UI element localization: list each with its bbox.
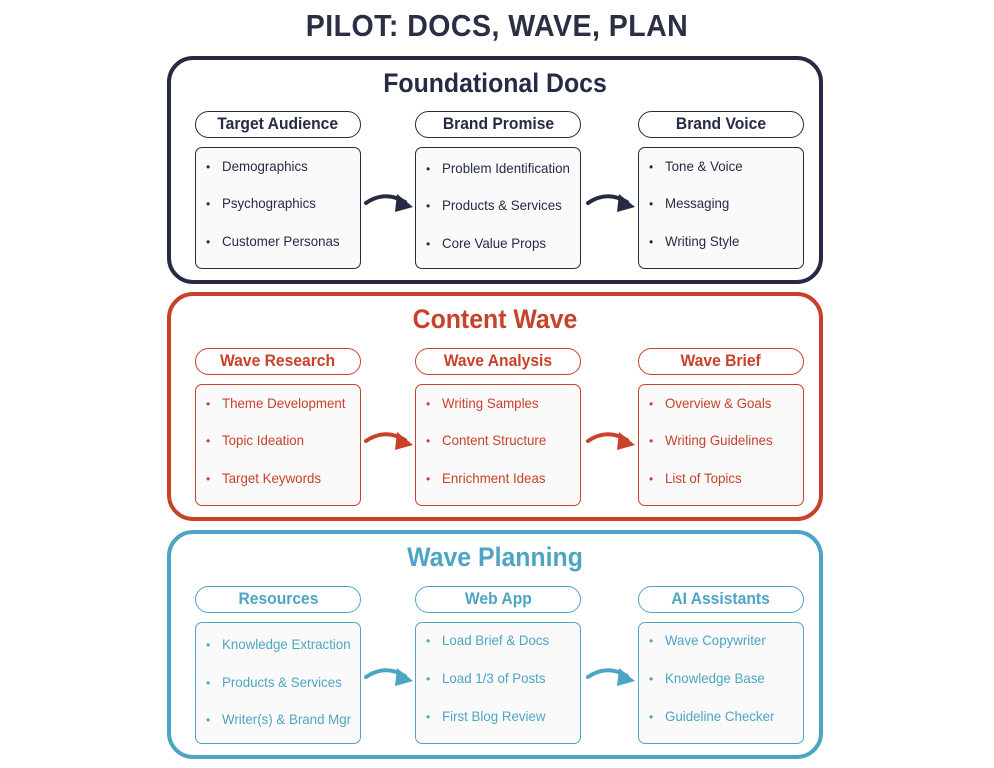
list-item: •Writing Samples: [426, 395, 539, 411]
list-item: •Overview & Goals: [649, 395, 772, 411]
arrow-right-icon: [364, 668, 413, 686]
list-item: •Knowledge Extraction: [206, 636, 351, 652]
list-item: •Writing Guidelines: [649, 432, 773, 448]
arrow-right-icon: [586, 432, 635, 450]
list-item: •Theme Development: [206, 395, 346, 411]
section-content-wave: Content Wave Wave Research Wave Analysis…: [167, 292, 823, 521]
list-item: •Target Keywords: [206, 470, 322, 486]
column-header-resources: Resources: [195, 586, 361, 613]
list-item: •Guideline Checker: [649, 708, 775, 724]
card-brand-promise: •Problem Identification •Products & Serv…: [415, 147, 581, 269]
arrow-right-icon: [364, 432, 413, 450]
list-item: •Wave Copywriter: [649, 632, 766, 648]
page-title: PILOT: DOCS, WAVE, PLAN: [305, 8, 689, 43]
list-item: •Knowledge Base: [649, 670, 765, 686]
card-web-app: •Load Brief & Docs •Load 1/3 of Posts •F…: [415, 622, 581, 744]
card-brand-voice: •Tone & Voice •Messaging •Writing Style: [638, 147, 804, 269]
arrow-right-icon: [586, 668, 635, 686]
list-item: •Load Brief & Docs: [426, 632, 550, 648]
column-header-wave-analysis: Wave Analysis: [415, 348, 581, 375]
list-item: •Psychographics: [206, 195, 316, 211]
section-wave-planning: Wave Planning Resources Web App AI Assis…: [167, 530, 823, 759]
list-item: •Writer(s) & Brand Mgr: [206, 711, 352, 727]
list-item: •Products & Services: [206, 674, 342, 690]
section-foundational-docs: Foundational Docs Target Audience Brand …: [167, 56, 823, 284]
card-target-audience: •Demographics •Psychographics •Customer …: [195, 147, 361, 269]
section-title: Content Wave: [412, 304, 578, 334]
column-header-brand-voice: Brand Voice: [638, 111, 804, 138]
column-header-target-audience: Target Audience: [195, 111, 361, 138]
card-wave-research: •Theme Development •Topic Ideation •Targ…: [195, 384, 361, 506]
card-ai-assistants: •Wave Copywriter •Knowledge Base •Guidel…: [638, 622, 804, 744]
column-header-web-app: Web App: [415, 586, 581, 613]
list-item: •Enrichment Ideas: [426, 470, 546, 486]
list-item: •Tone & Voice: [649, 158, 743, 174]
column-header-ai-assistants: AI Assistants: [638, 586, 804, 613]
section-title: Foundational Docs: [383, 68, 607, 98]
list-item: •Customer Personas: [206, 233, 340, 249]
list-item: •Load 1/3 of Posts: [426, 670, 546, 686]
arrow-right-icon: [364, 194, 413, 212]
list-item: •Problem Identification: [426, 160, 570, 176]
column-header-wave-brief: Wave Brief: [638, 348, 804, 375]
list-item: •Products & Services: [426, 197, 562, 213]
card-wave-brief: •Overview & Goals •Writing Guidelines •L…: [638, 384, 804, 506]
list-item: •Topic Ideation: [206, 432, 305, 448]
list-item: •Messaging: [649, 195, 730, 211]
list-item: •Demographics: [206, 158, 308, 174]
list-item: •Writing Style: [649, 233, 740, 249]
list-item: •Content Structure: [426, 432, 547, 448]
list-item: •List of Topics: [649, 470, 742, 486]
column-header-wave-research: Wave Research: [195, 348, 361, 375]
card-wave-analysis: •Writing Samples •Content Structure •Enr…: [415, 384, 581, 506]
list-item: •First Blog Review: [426, 708, 546, 724]
section-title: Wave Planning: [407, 542, 583, 572]
list-item: •Core Value Props: [426, 235, 546, 251]
column-header-brand-promise: Brand Promise: [415, 111, 581, 138]
arrow-right-icon: [586, 194, 635, 212]
card-resources: •Knowledge Extraction •Products & Servic…: [195, 622, 361, 744]
